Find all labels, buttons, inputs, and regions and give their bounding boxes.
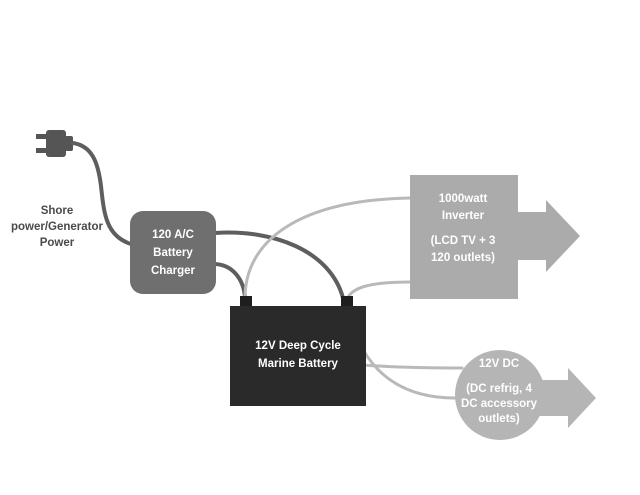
battery-terminal-negative: [341, 296, 353, 308]
battery-label-line2: Marine Battery: [258, 358, 338, 370]
inverter-label-line4: 120 outlets): [431, 252, 495, 264]
charger-label-line1: 120 A/C: [152, 229, 194, 241]
dc-distribution: 12V DC (DC refrig, 4 DC accessory outlet…: [455, 350, 596, 440]
marine-battery: 12V Deep Cycle Marine Battery: [230, 296, 366, 406]
dc-label-line2: (DC refrig, 4: [466, 383, 532, 395]
battery-to-inverter-negative-cable: [345, 280, 412, 301]
charger-label-line3: Charger: [151, 265, 196, 277]
plug-collar: [65, 136, 73, 151]
dc-label-line3: DC accessory: [461, 398, 538, 410]
plug-prong-bottom: [36, 148, 48, 153]
dc-circle: [455, 350, 545, 440]
charger-to-battery-negative-cable: [213, 230, 345, 300]
charger-label-line2: Battery: [153, 247, 193, 259]
inverter: 1000watt Inverter (LCD TV + 3 120 outlet…: [410, 175, 580, 299]
right-arrow-icon: [538, 368, 596, 428]
shore-power-cable: [71, 141, 133, 246]
shore-label-line1: Shore: [41, 205, 74, 217]
power-plug-icon: [36, 130, 73, 157]
charger-to-battery-positive-cable: [213, 262, 247, 300]
battery-charger: 120 A/C Battery Charger: [130, 211, 216, 294]
dc-label-line1: 12V DC: [479, 358, 519, 370]
inverter-label-line2: Inverter: [442, 210, 485, 222]
shore-power-label: Shore power/Generator Power: [11, 205, 104, 249]
battery-to-inverter-positive-cable: [243, 196, 412, 302]
inverter-label-line1: 1000watt: [439, 193, 488, 205]
right-arrow-icon: [516, 200, 580, 272]
battery-label-line1: 12V Deep Cycle: [255, 340, 341, 352]
inverter-label-line3: (LCD TV + 3: [431, 235, 496, 247]
inverter-box: [410, 175, 518, 299]
dc-label-line4: outlets): [478, 413, 520, 425]
shore-label-line3: Power: [40, 237, 75, 249]
plug-body: [46, 130, 66, 157]
plug-prong-top: [36, 134, 48, 139]
battery-box: [230, 306, 366, 406]
charger-box: [130, 211, 216, 294]
battery-terminal-positive: [240, 296, 252, 308]
shore-label-line2: power/Generator: [11, 221, 104, 233]
